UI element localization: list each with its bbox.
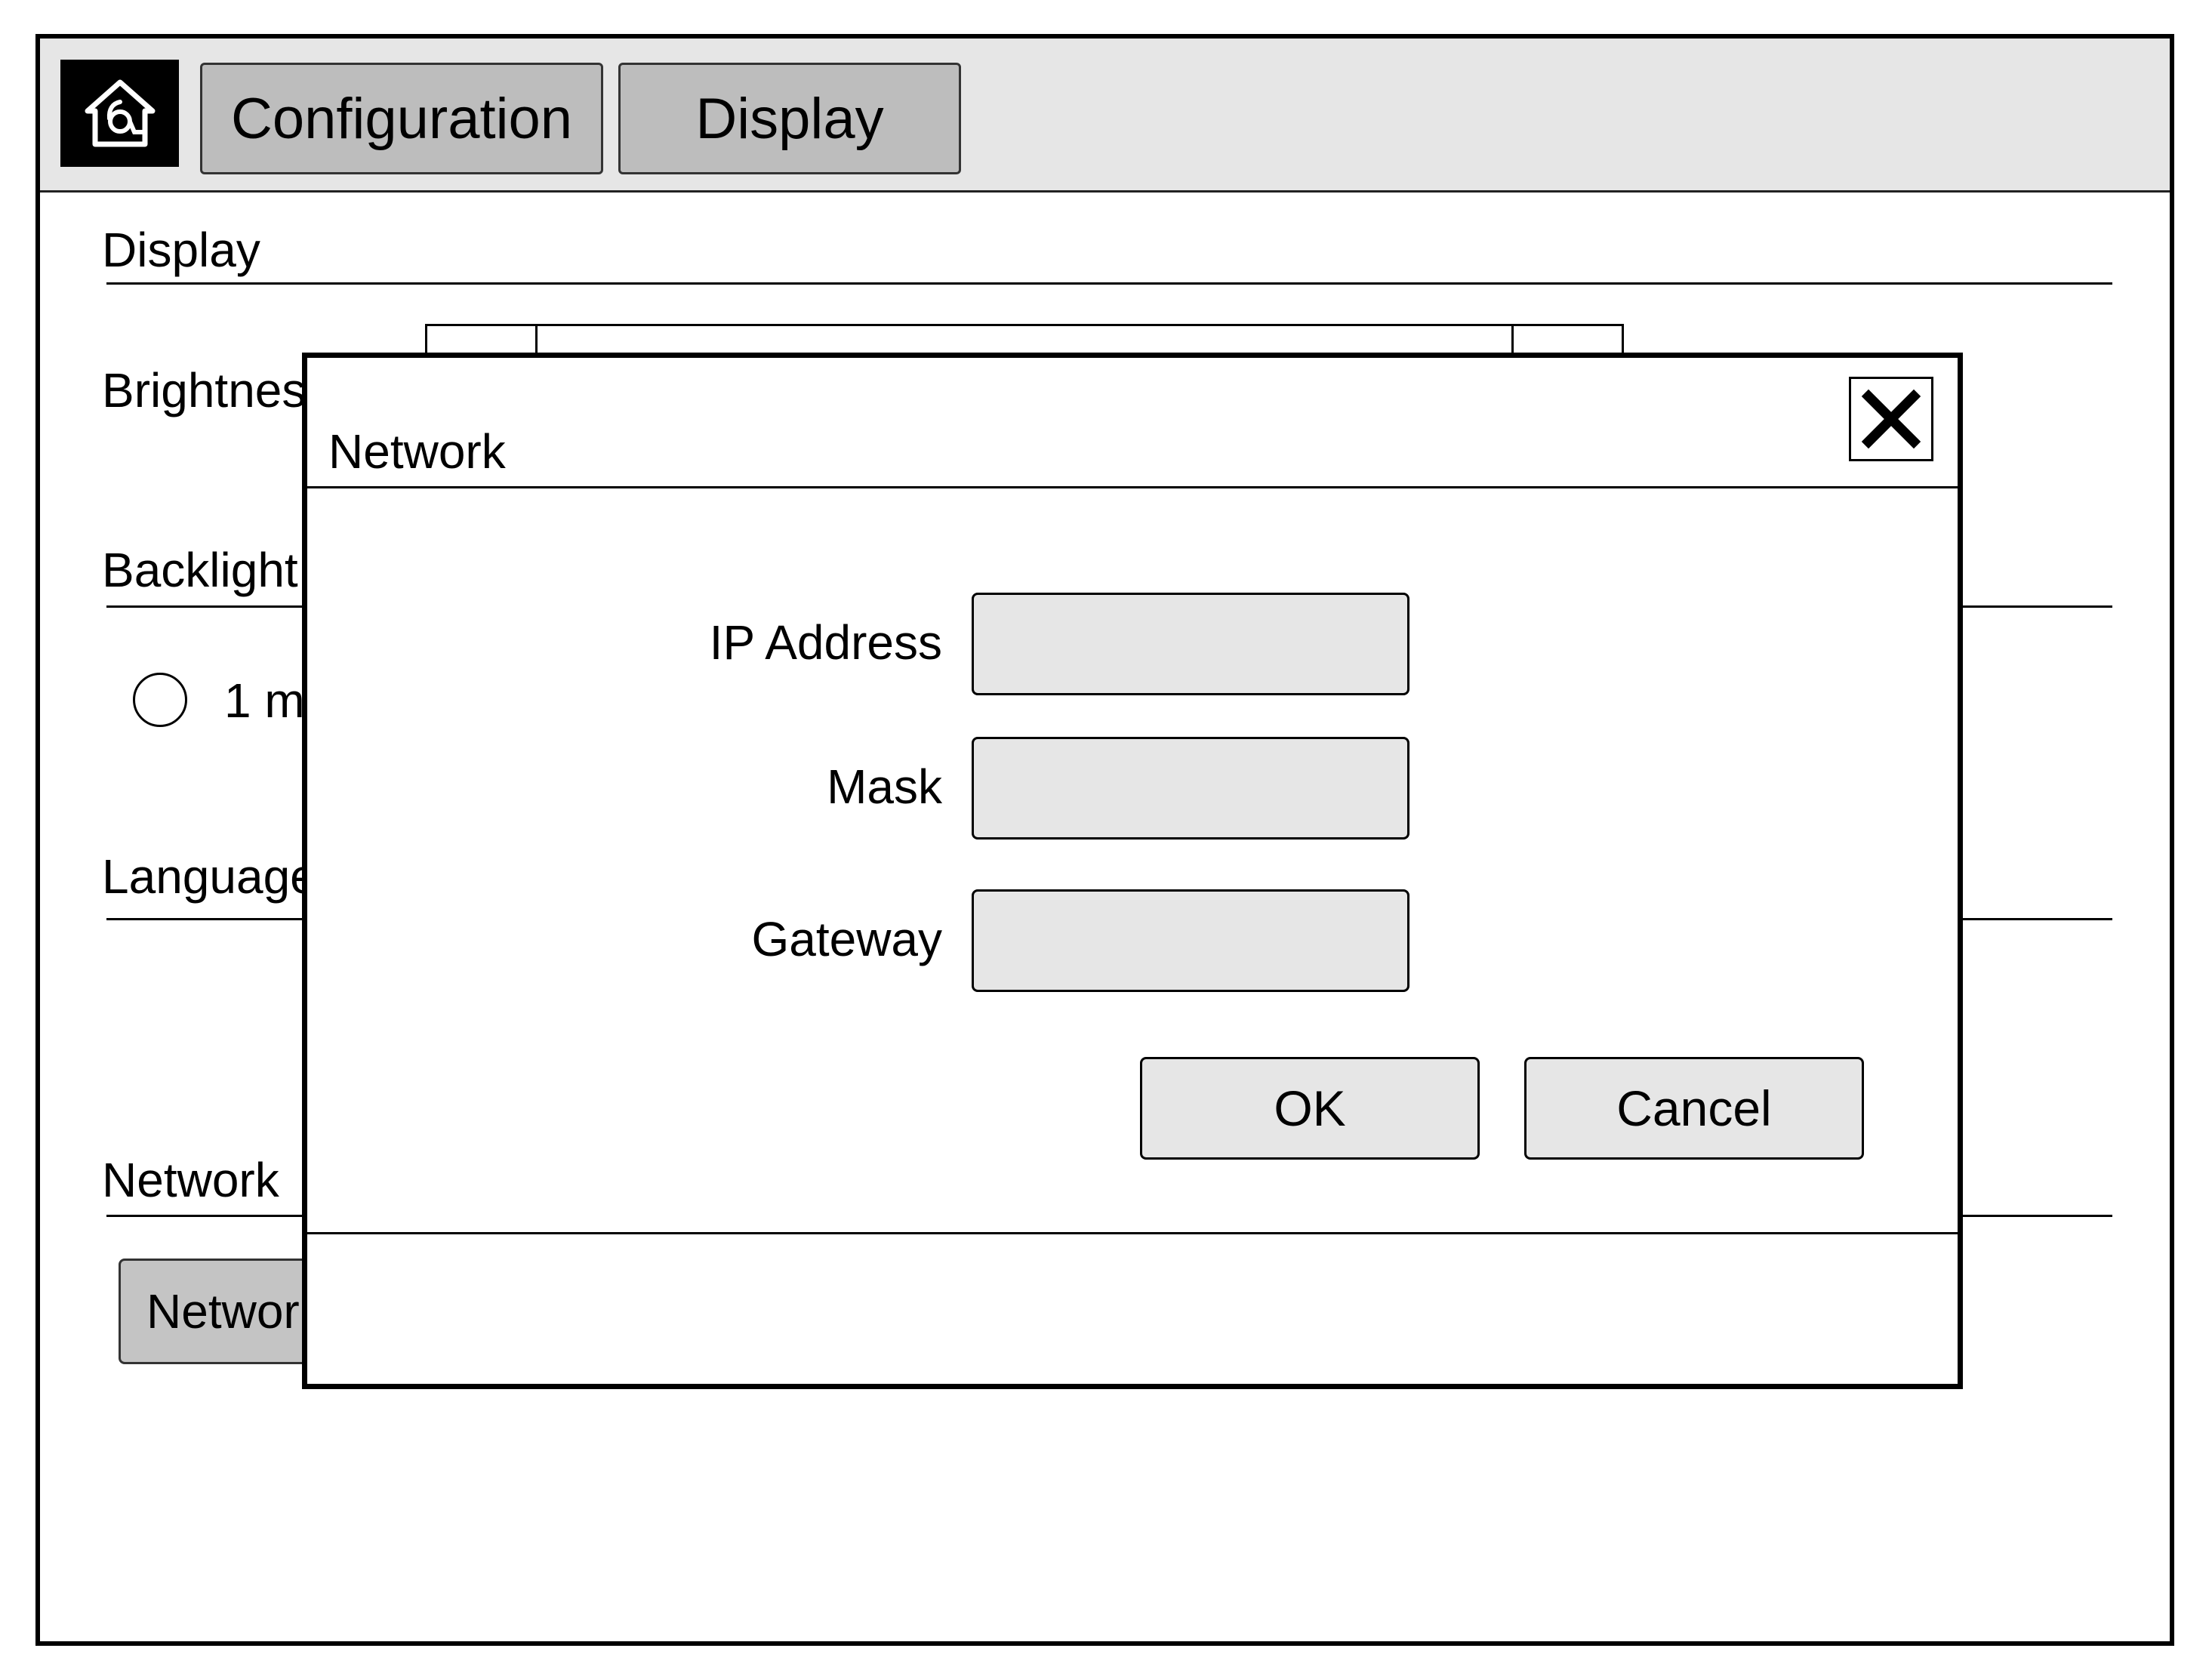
network-heading: Network — [102, 1153, 279, 1207]
gateway-label: Gateway — [751, 912, 942, 966]
display-heading: Display — [102, 223, 260, 277]
ok-button[interactable]: OK — [1140, 1057, 1480, 1160]
top-bar: Configuration Display — [40, 39, 2170, 193]
backlight-radio[interactable] — [133, 673, 187, 727]
close-button[interactable] — [1849, 377, 1933, 461]
brightness-label: Brightnes — [102, 363, 307, 417]
backlight-heading: Backlight — [102, 543, 298, 597]
gateway-field[interactable] — [972, 889, 1409, 992]
close-icon — [1861, 389, 1921, 449]
home-icon — [85, 79, 155, 147]
backlight-option-label: 1 m — [224, 673, 305, 728]
language-heading: Language — [102, 849, 317, 904]
cancel-button[interactable]: Cancel — [1524, 1057, 1864, 1160]
dialog-header-divider — [307, 486, 1958, 488]
home-button[interactable] — [60, 60, 179, 167]
mask-label: Mask — [827, 759, 942, 814]
tab-configuration[interactable]: Configuration — [200, 63, 603, 174]
dialog-footer-divider — [307, 1232, 1958, 1234]
tab-display[interactable]: Display — [618, 63, 961, 174]
display-divider — [106, 282, 2112, 285]
mask-field[interactable] — [972, 737, 1409, 840]
ip-address-field[interactable] — [972, 593, 1409, 695]
network-dialog: Network IP Address Mask Gateway OK Cance… — [302, 353, 1963, 1389]
ip-address-label: IP Address — [709, 615, 942, 670]
dialog-title: Network — [328, 424, 506, 479]
